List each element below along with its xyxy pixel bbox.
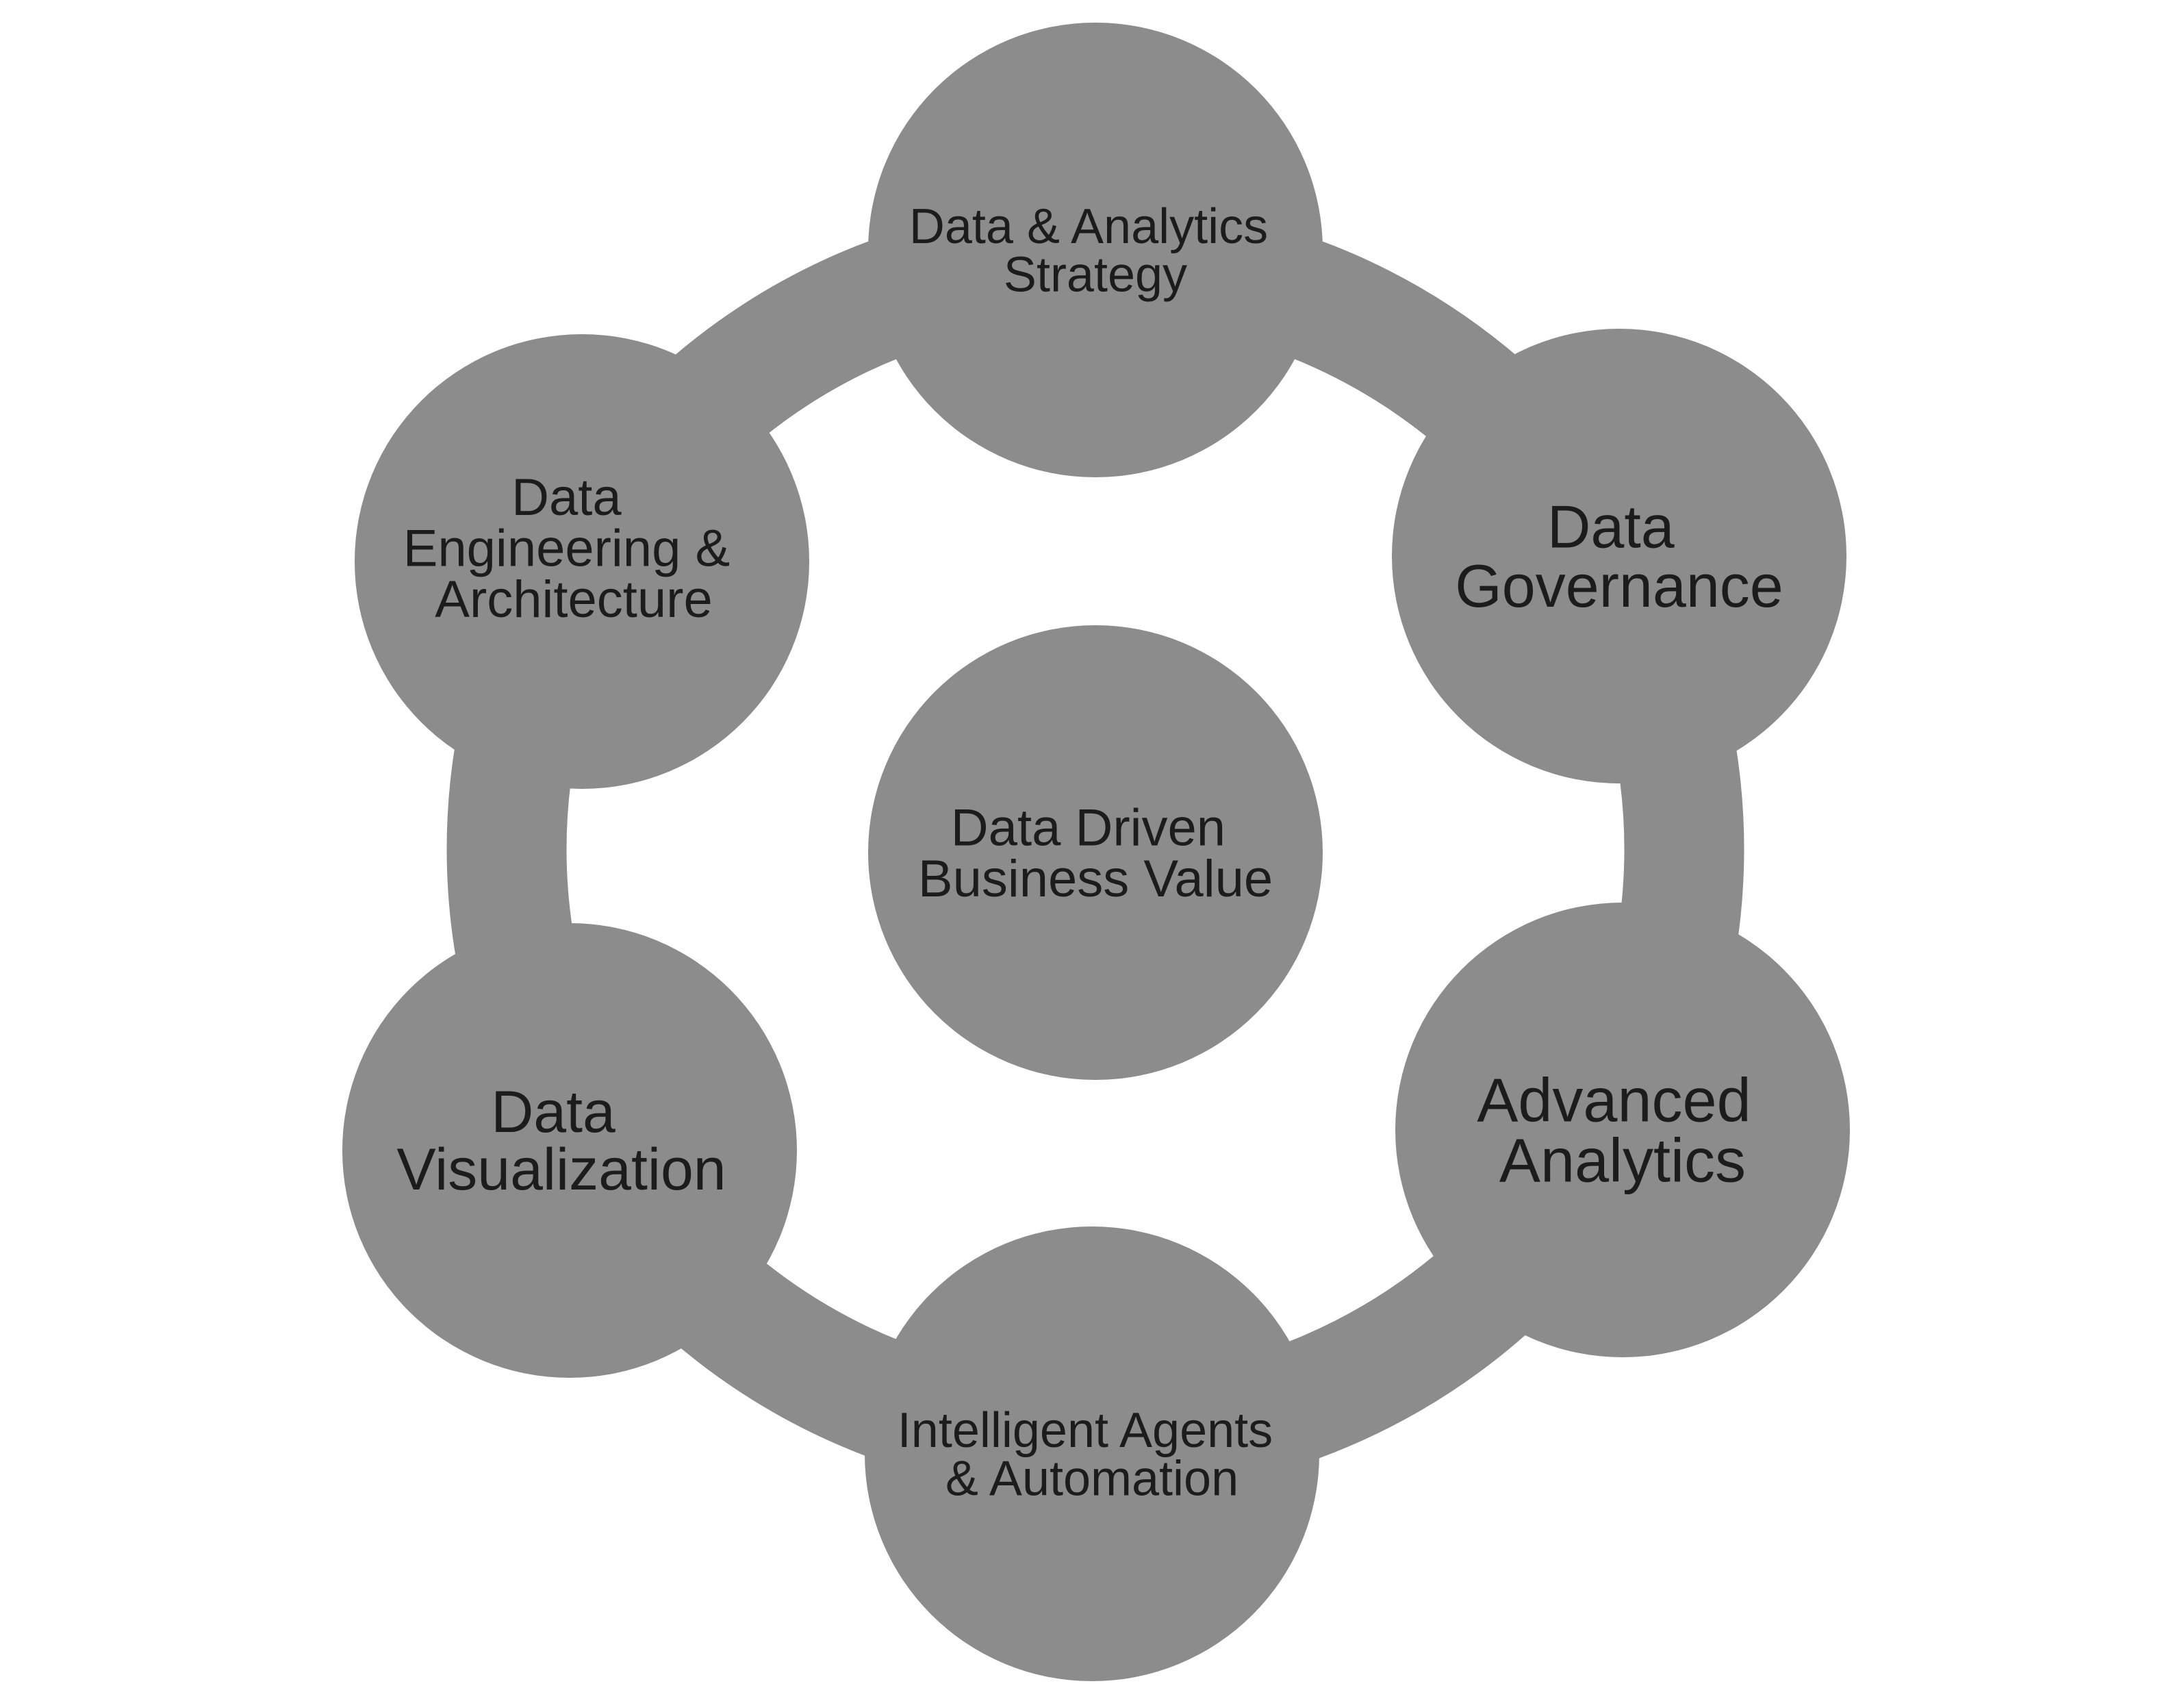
node-circle [355,334,809,789]
label-line: Strategy [1004,247,1187,302]
node-label: Data Visualization [396,1079,726,1203]
label-line: & Automation [945,1451,1239,1506]
node-circle [865,1226,1319,1681]
node-label: Data & Analytics Strategy [909,199,1282,303]
node-label: Intelligent Agents & Automation [898,1403,1286,1507]
label-line: Engineering & [403,520,730,578]
node-circle [342,923,797,1378]
node-data-driven-business-value: Data Driven Business Value [868,625,1323,1080]
node-data-visualization: Data Visualization [342,923,797,1378]
label-line: Data [491,1079,615,1145]
node-data-analytics-strategy: Data & Analytics Strategy [868,23,1323,477]
label-line: Visualization [396,1137,726,1203]
node-data-engineering-architecture: Data Engineering & Architecture [355,334,809,789]
label-line: Advanced [1477,1066,1751,1135]
node-circle [868,23,1323,477]
node-data-governance: Data Governance [1392,329,1846,783]
label-line: Intelligent Agents [898,1403,1273,1458]
label-line: Data Driven [951,798,1226,857]
node-advanced-analytics: Advanced Analytics [1395,903,1850,1357]
node-label: Advanced Analytics [1477,1066,1768,1195]
node-circle [1392,329,1846,783]
node-label: Data Governance [1455,493,1783,620]
center-circle [868,625,1323,1080]
label-line: Data [511,468,622,527]
label-line: Governance [1455,552,1783,620]
node-circle [1395,903,1850,1357]
node-label: Data Engineering & Architecture [403,468,745,629]
label-line: Analytics [1499,1127,1746,1196]
center-label: Data Driven Business Value [918,798,1273,907]
label-line: Data [1547,493,1675,561]
node-intelligent-agents-automation: Intelligent Agents & Automation [865,1226,1319,1681]
label-line: Architecture [435,570,713,629]
label-line: Data & Analytics [909,199,1268,254]
label-line: Business Value [918,850,1273,908]
